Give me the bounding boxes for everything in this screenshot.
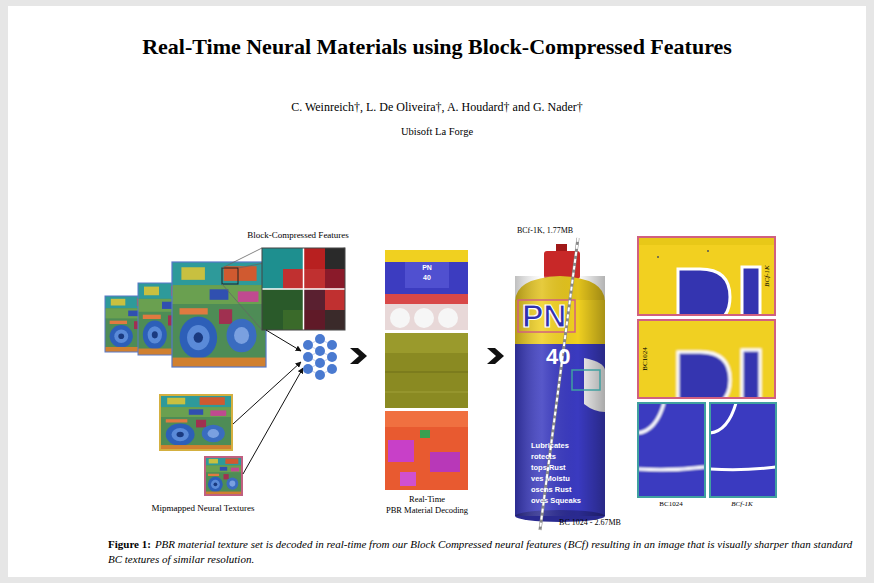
figure-label: BC 1024 - 2.67MB [559,518,621,527]
author-list: C. Weinreich†, L. De Oliveira†, A. Houda… [291,101,583,115]
can-text: osens Rust [531,486,571,495]
can-text: oves Squeaks [531,497,581,506]
can-brand-text: PN [522,298,566,335]
figure-label: BCf-1K, 1.77MB [517,226,573,235]
can-text: ves Moistu [531,475,570,484]
can-text: rotects [531,453,556,462]
affiliation: Ubisoft La Forge [401,126,473,138]
can-brand-text: 40 [546,344,570,369]
inset-label: BC1024 [659,500,682,508]
figure-caption-block: Figure 1:PBR material texture set is dec… [108,537,860,567]
paper-title: Real-Time Neural Materials using Block-C… [142,34,732,60]
figure-label: Mipmapped Neural Textures [151,503,254,513]
figure-label: PBR Material Decoding [386,506,468,516]
texture-text: PN [422,264,432,272]
inset-label: BCf-1K [763,265,771,286]
figure-caption: PBR material texture set is decoded in r… [108,538,852,565]
texture-text: 40 [423,274,431,282]
can-text: Lubricates [531,442,569,451]
figure-label: Block-Compressed Features [247,230,349,240]
inset-label: BC1024 [641,347,649,370]
figure-label: Real-Time [409,495,445,505]
caption-label: Figure 1: [108,538,151,550]
can-text: tops Rust [531,464,566,473]
inset-label: BCf-1K [731,500,752,508]
